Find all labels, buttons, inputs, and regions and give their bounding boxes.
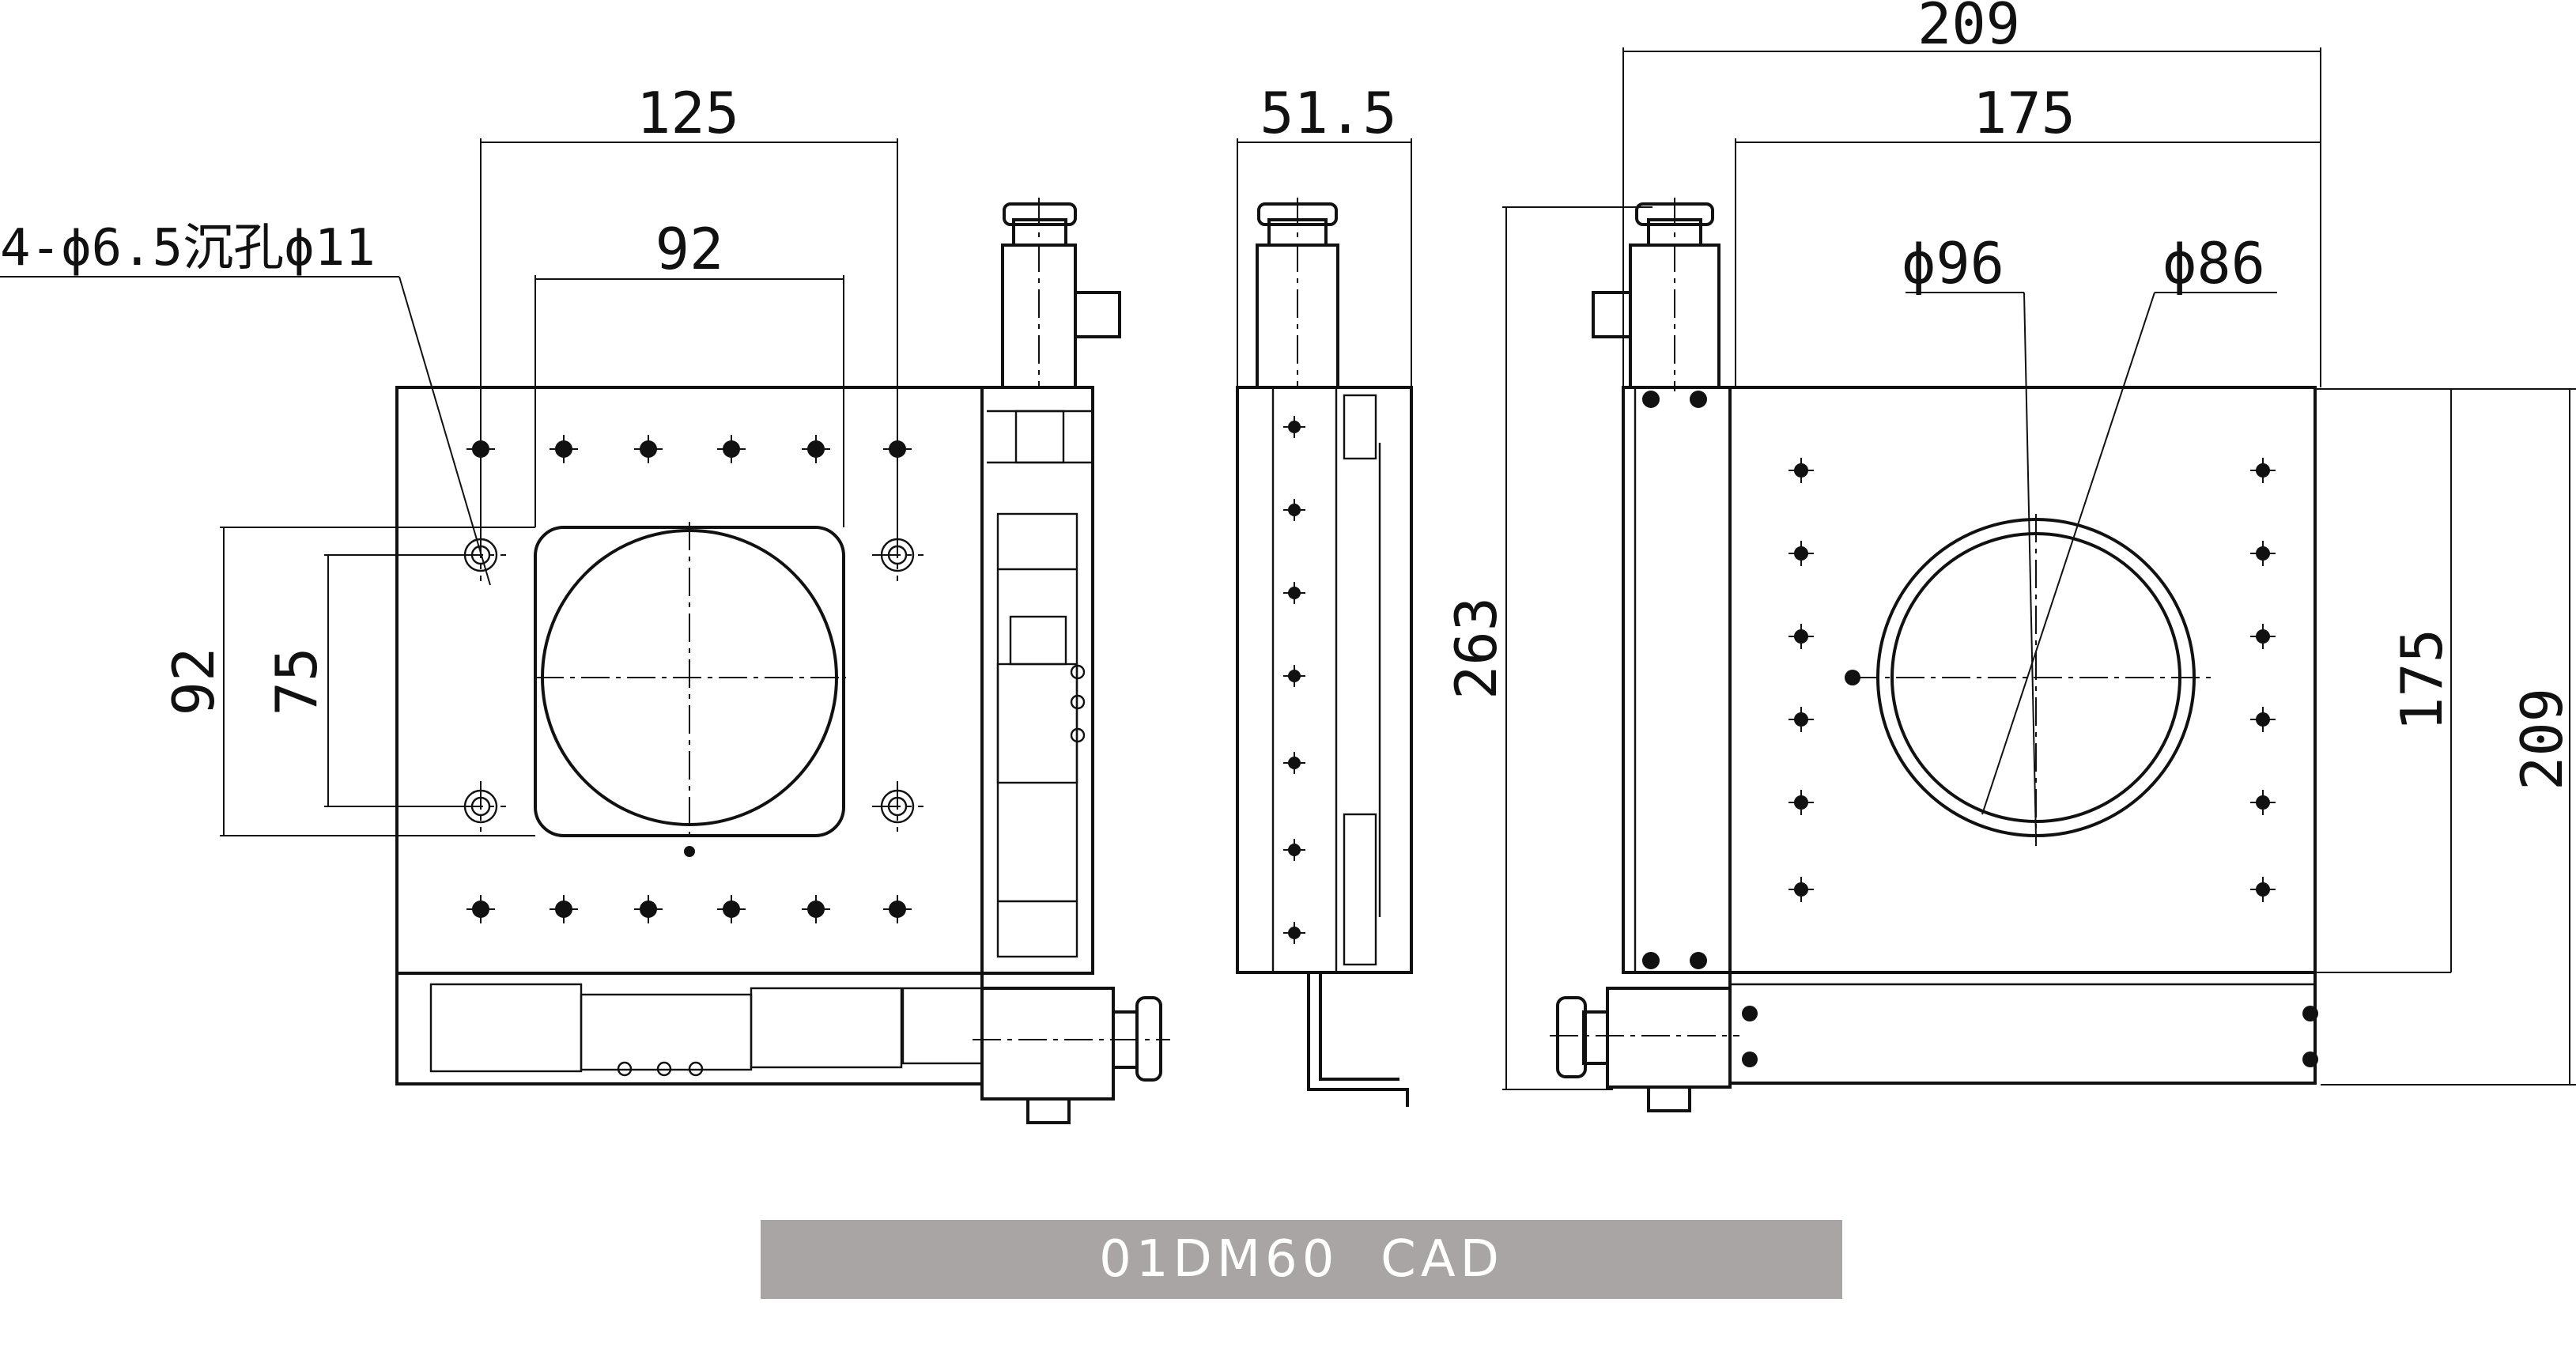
dim-top-height-overall: 263 xyxy=(1443,597,1509,700)
dim-bore-outer: ϕ96 xyxy=(1902,230,2004,296)
top-dimensions xyxy=(1502,47,2576,1090)
side-dimensions xyxy=(1237,138,1412,387)
dim-top-width-overall: 209 xyxy=(1917,0,2020,57)
front-dimensions xyxy=(0,138,898,836)
dim-top-height-total: 209 xyxy=(2509,688,2575,791)
dim-front-width-inner: 92 xyxy=(655,216,724,282)
dim-side-depth: 51.5 xyxy=(1260,80,1396,146)
side-view xyxy=(1236,198,1413,1107)
top-view xyxy=(1550,198,2318,1112)
dim-top-width-plate: 175 xyxy=(1973,80,2076,146)
dim-front-height-inner: 75 xyxy=(263,648,330,716)
drawing-title-banner: 01DM60 CAD xyxy=(761,1220,1842,1299)
front-view xyxy=(395,198,1170,1124)
dim-front-width-outer: 125 xyxy=(636,80,739,146)
dim-front-height-outer: 92 xyxy=(161,648,227,716)
hole-note: 4-ϕ6.5沉孔ϕ11 xyxy=(0,219,376,278)
dim-top-height-plate: 175 xyxy=(2389,629,2455,731)
dim-bore-inner: ϕ86 xyxy=(2162,230,2265,296)
